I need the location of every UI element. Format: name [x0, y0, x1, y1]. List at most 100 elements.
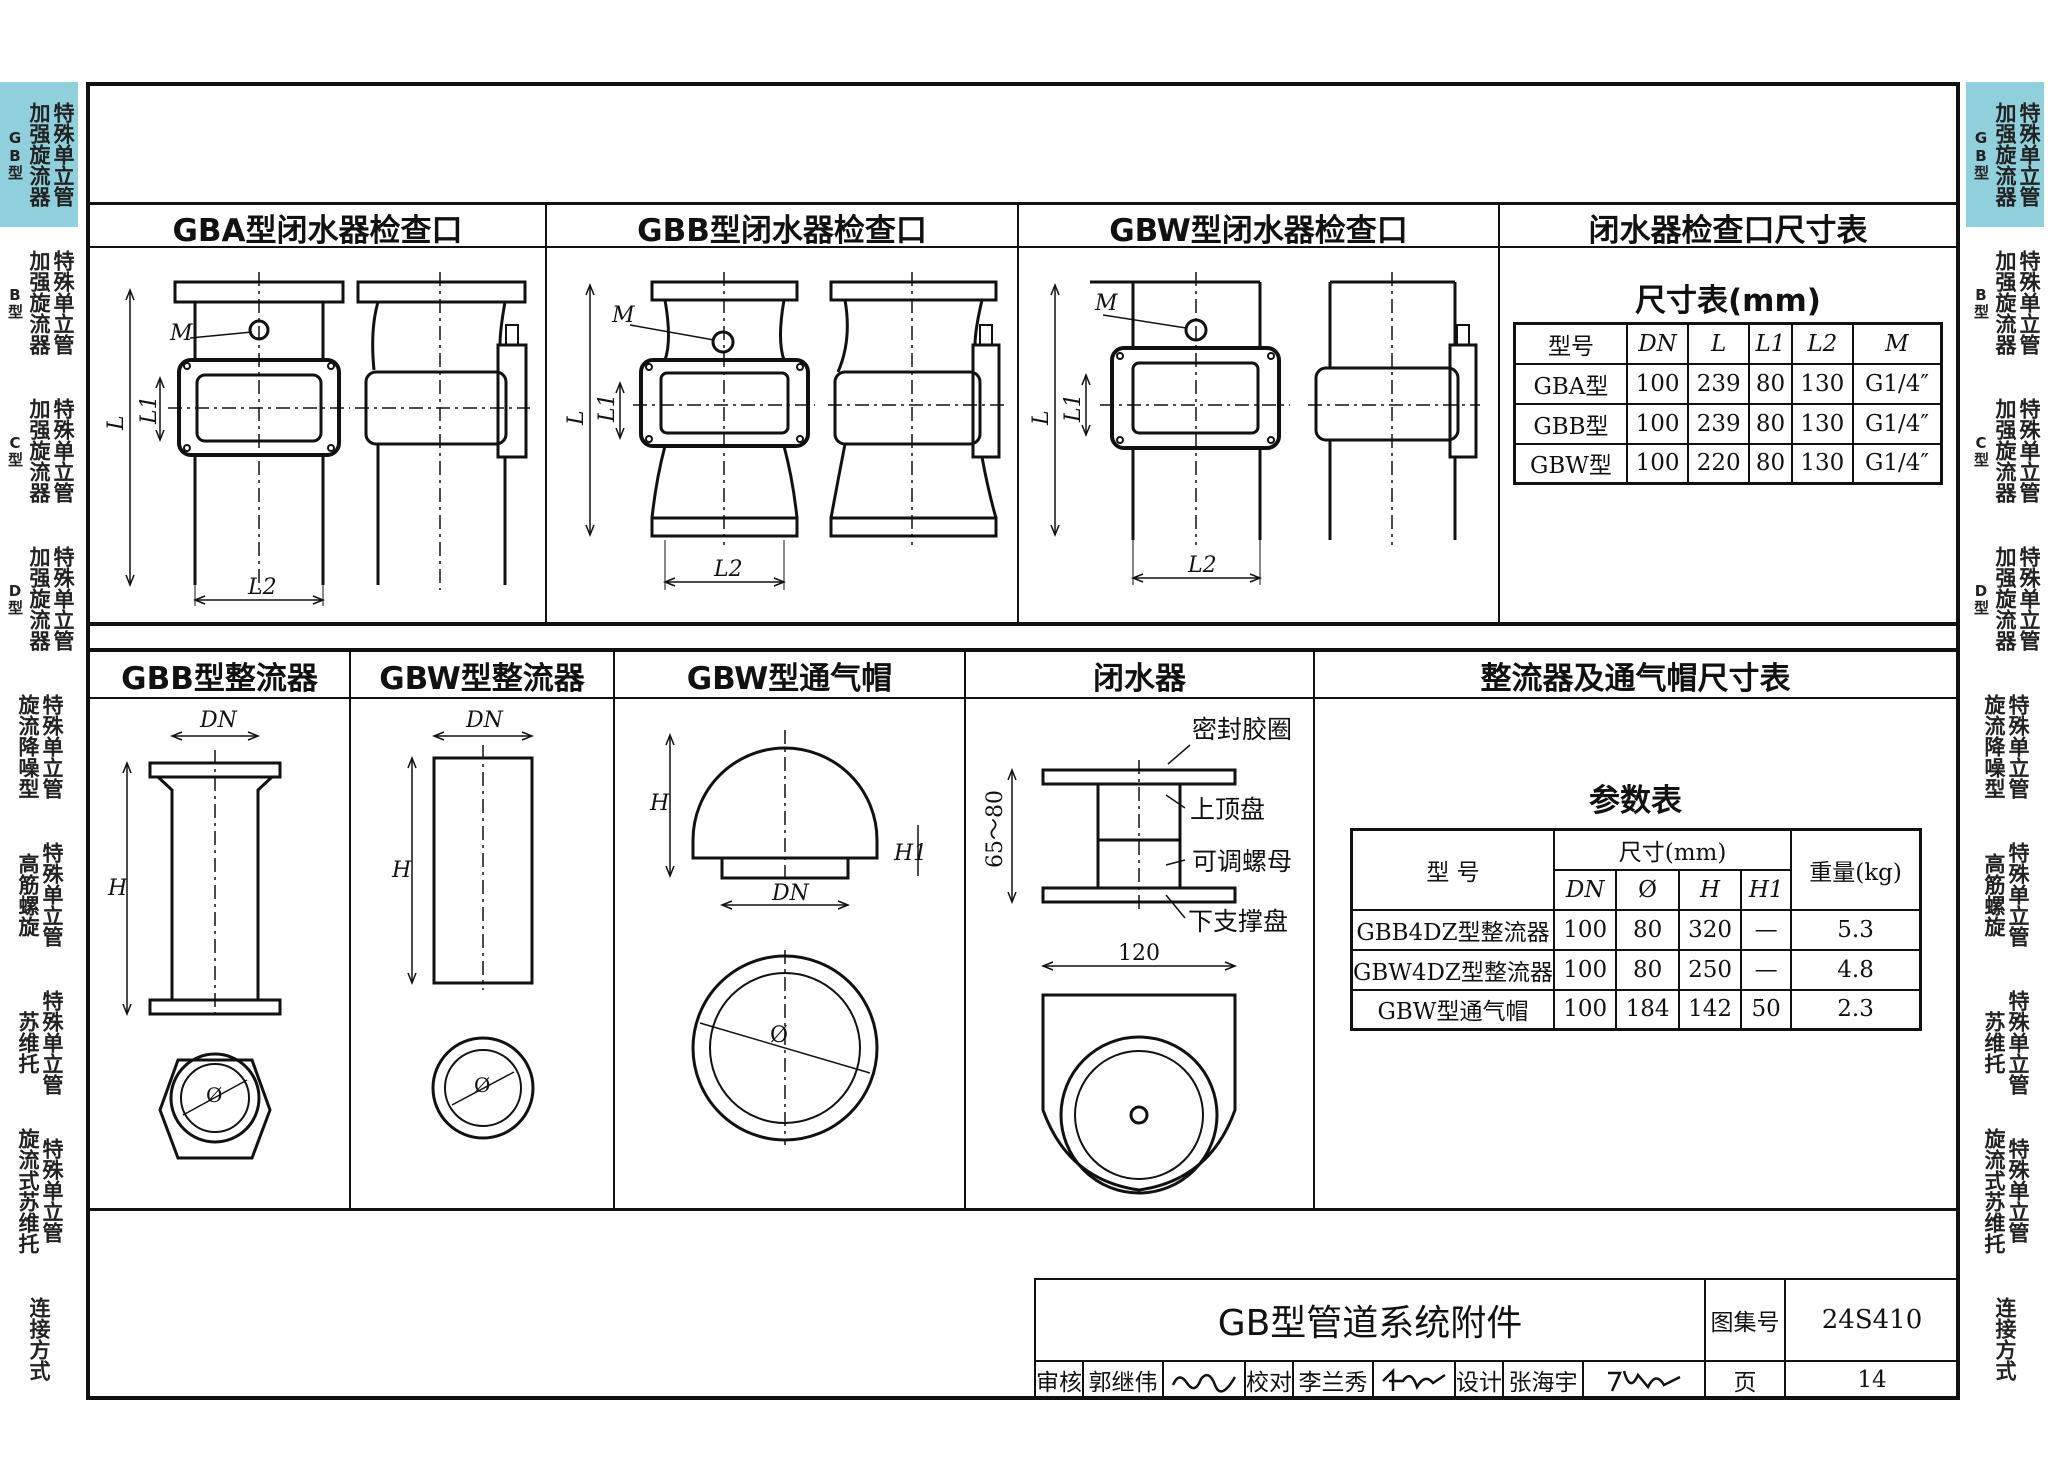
- table-row: GBB4DZ型整流器 100 80 320 — 5.3: [1350, 908, 1922, 951]
- table-cell: GBW4DZ型整流器: [1350, 948, 1555, 991]
- table-cell: 100: [1625, 442, 1690, 485]
- gbw-side-view: [1308, 272, 1480, 545]
- check-label: 校对: [1244, 1360, 1294, 1400]
- side-tab-text: 特殊单立管: [2006, 694, 2030, 799]
- table-header: L2: [1790, 322, 1854, 365]
- table-cell: GBA型: [1513, 362, 1628, 405]
- table-cell: 130: [1790, 402, 1854, 445]
- side-tab-inner: 旋流式苏维托特殊单立管: [0, 1118, 78, 1263]
- side-tab-right-5[interactable]: 高筋螺旋特殊单立管: [1966, 822, 2044, 970]
- side-tab-text: 旋流式苏维托: [1982, 1127, 2006, 1254]
- table-header-row: 型号 DN L L1 L2 M: [1513, 322, 1943, 365]
- label-nut: 可调螺母: [1192, 847, 1292, 876]
- side-tab-text: 特殊单立管: [2017, 398, 2041, 503]
- side-tab-inner: 苏维托特殊单立管: [0, 970, 78, 1115]
- table-cell: G1/4″: [1851, 442, 1943, 485]
- label-l2: L2: [713, 557, 743, 582]
- side-tab-inner: 连接方式: [1966, 1266, 2044, 1411]
- side-tab-text: 特殊单立管: [51, 398, 75, 503]
- gbw-section-title: GBW型闭水器检查口: [1109, 213, 1408, 249]
- side-tab-right-7[interactable]: 旋流式苏维托特殊单立管: [1966, 1118, 2044, 1266]
- side-tab-inner: GB型加强旋流器特殊单立管: [1966, 82, 2044, 227]
- side-tab-right-3[interactable]: D型加强旋流器特殊单立管: [1966, 526, 2044, 674]
- page-number: 14: [1784, 1360, 1960, 1400]
- side-tab-left-3[interactable]: D型加强旋流器特殊单立管: [0, 526, 78, 674]
- label-phi: Ø: [770, 1023, 788, 1048]
- divider: [86, 1208, 1960, 1211]
- gbw-rectifier-drawing: [407, 731, 535, 1140]
- gbw-cap-title: GBW型通气帽: [686, 661, 893, 697]
- side-tab-left-2[interactable]: C型加强旋流器特殊单立管: [0, 378, 78, 526]
- table-cell: 142: [1677, 988, 1743, 1031]
- side-tab-left-8[interactable]: 连接方式: [0, 1266, 78, 1414]
- side-tab-left-0[interactable]: GB型加强旋流器特殊单立管: [0, 82, 78, 230]
- side-tab-text: 特殊单立管: [40, 842, 64, 947]
- side-tab-right-2[interactable]: C型加强旋流器特殊单立管: [1966, 378, 2044, 526]
- atlas-number: 24S410: [1784, 1278, 1960, 1362]
- side-tab-text: GB型: [6, 129, 24, 180]
- side-tab-inner: C型加强旋流器特殊单立管: [1966, 378, 2044, 523]
- side-tab-text: 特殊单立管: [2017, 102, 2041, 207]
- side-tab-text: 特殊单立管: [2006, 990, 2030, 1095]
- designer-name: 张海宇: [1502, 1360, 1584, 1400]
- side-tab-inner: C型加强旋流器特殊单立管: [0, 378, 78, 523]
- review-label: 审核: [1034, 1360, 1084, 1400]
- side-tab-inner: GB型加强旋流器特殊单立管: [0, 82, 78, 227]
- divider: [1498, 202, 1500, 624]
- side-tab-right-6[interactable]: 苏维托特殊单立管: [1966, 970, 2044, 1118]
- table-header: DN: [1625, 322, 1690, 365]
- label-l1: L1: [1061, 393, 1086, 423]
- label-l1: L1: [137, 395, 162, 425]
- divider: [86, 648, 1960, 652]
- table-cell: 80: [1615, 948, 1680, 991]
- label-m: M: [1094, 291, 1118, 316]
- side-tab-inner: 高筋螺旋特殊单立管: [0, 822, 78, 967]
- table-header: 重量(kg): [1790, 828, 1922, 911]
- table-header: H1: [1740, 868, 1793, 911]
- side-tab-text: 旋流式苏维托: [16, 1127, 40, 1254]
- label-h: H: [107, 876, 128, 901]
- side-tab-right-1[interactable]: B型加强旋流器特殊单立管: [1966, 230, 2044, 378]
- reviewer-name: 郭继伟: [1082, 1360, 1164, 1400]
- side-tab-text: 苏维托: [16, 1011, 40, 1074]
- side-tab-left-6[interactable]: 苏维托特殊单立管: [0, 970, 78, 1118]
- divider: [349, 650, 351, 1210]
- side-tab-text: GB型: [1972, 129, 1990, 180]
- label-dn: DN: [465, 708, 504, 733]
- side-tab-right-0[interactable]: GB型加强旋流器特殊单立管: [1966, 82, 2044, 230]
- side-tab-text: 加强旋流器: [1993, 546, 2017, 651]
- table-row: GBB型 100 239 80 130 G1/4″: [1513, 402, 1943, 445]
- side-tab-left-5[interactable]: 高筋螺旋特殊单立管: [0, 822, 78, 970]
- table-cell: 100: [1625, 362, 1690, 405]
- divider: [545, 202, 547, 624]
- side-tab-right-8[interactable]: 连接方式: [1966, 1266, 2044, 1414]
- side-tab-text: 特殊单立管: [2017, 546, 2041, 651]
- drawing-title: GB型管道系统附件: [1034, 1278, 1706, 1362]
- table-header: 型号: [1513, 322, 1628, 365]
- table-cell: GBB型: [1513, 402, 1628, 445]
- side-tab-text: 特殊单立管: [40, 694, 64, 799]
- table-row: GBW4DZ型整流器 100 80 250 — 4.8: [1350, 948, 1922, 991]
- divider: [1017, 202, 1019, 624]
- side-tab-text: 特殊单立管: [51, 102, 75, 207]
- side-tab-inner: 苏维托特殊单立管: [1966, 970, 2044, 1115]
- side-tab-text: 特殊单立管: [40, 990, 64, 1095]
- side-tab-left-1[interactable]: B型加强旋流器特殊单立管: [0, 230, 78, 378]
- table-cell: 80: [1748, 442, 1793, 485]
- side-tab-right-4[interactable]: 旋流降噪型特殊单立管: [1966, 674, 2044, 822]
- gbb-section-title: GBB型闭水器检查口: [637, 213, 927, 249]
- label-l1: L1: [595, 393, 620, 423]
- checker-name: 李兰秀: [1292, 1360, 1374, 1400]
- label-dn: DN: [771, 881, 810, 906]
- side-tab-left-4[interactable]: 旋流降噪型特殊单立管: [0, 674, 78, 822]
- side-tab-text: 旋流降噪型: [1982, 694, 2006, 799]
- divider: [613, 650, 615, 1210]
- table-cell: 130: [1790, 362, 1854, 405]
- param-table: 型 号 尺寸(mm) 重量(kg) DN Ø H H1 GBB4DZ型整流器 1…: [1350, 828, 1922, 1031]
- side-tab-left-7[interactable]: 旋流式苏维托特殊单立管: [0, 1118, 78, 1266]
- side-tab-inner: D型加强旋流器特殊单立管: [1966, 526, 2044, 671]
- label-l2: L2: [1187, 553, 1217, 578]
- label-m: M: [169, 321, 193, 346]
